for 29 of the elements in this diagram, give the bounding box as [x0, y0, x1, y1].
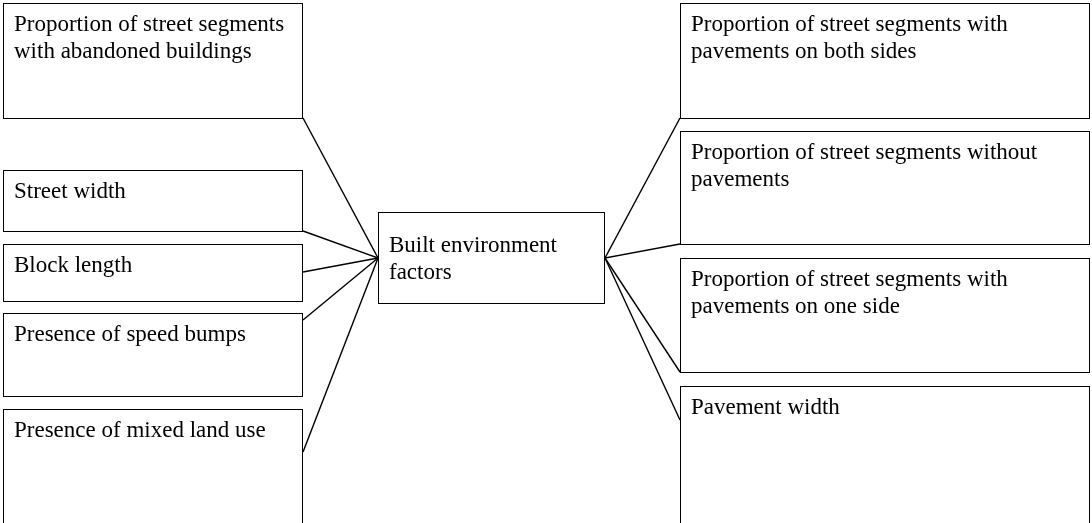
box-label: Proportion of street segments with abandoned buildings — [14, 10, 286, 64]
text-box — [3, 409, 303, 523]
connector-line — [302, 257, 379, 321]
text-box — [680, 386, 1090, 523]
connector-line — [604, 257, 681, 421]
text-box — [3, 170, 303, 232]
box-label: Proportion of street segments without pavements — [691, 138, 1039, 192]
text-box — [680, 258, 1090, 373]
connector-line — [604, 117, 681, 259]
text-box — [680, 3, 1090, 119]
box-label: Proportion of street segments with pavements on both sides — [691, 10, 1009, 64]
box-label: Pavement width — [691, 393, 841, 420]
box-label: Block length — [14, 251, 134, 278]
text-box — [378, 212, 605, 304]
text-box — [3, 244, 303, 302]
connector-line — [302, 257, 379, 273]
box-label: Presence of mixed land use — [14, 416, 267, 443]
box-label: Presence of speed bumps — [14, 320, 247, 347]
text-box — [3, 313, 303, 397]
text-box — [680, 131, 1090, 245]
connector-line — [302, 257, 379, 453]
box-label: Proportion of street segments with pavements on one side — [691, 265, 1009, 319]
connector-line — [302, 230, 379, 259]
text-box — [3, 3, 303, 119]
connector-line — [604, 257, 681, 373]
box-label: Street width — [14, 177, 127, 204]
connector-line — [302, 117, 379, 259]
box-label: Built environment factors — [389, 231, 558, 285]
connector-line — [604, 243, 681, 259]
